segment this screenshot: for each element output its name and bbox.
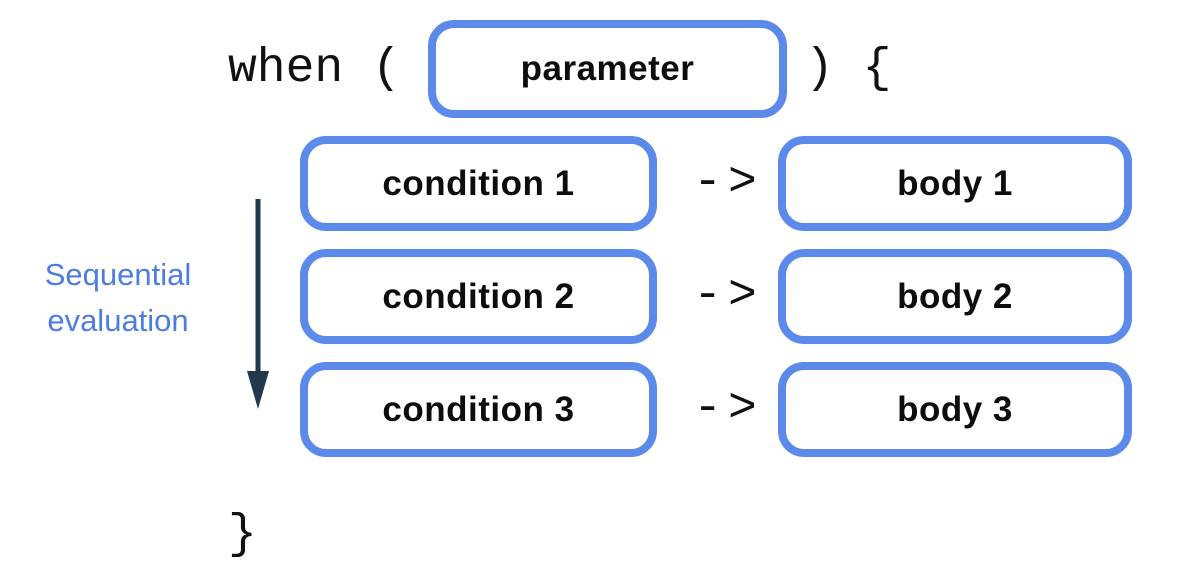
arrow-operator-1: -> <box>693 156 763 210</box>
when-keyword-code: when ( <box>228 42 401 96</box>
sequential-evaluation-line2: evaluation <box>47 303 189 338</box>
down-arrow-icon <box>247 199 269 409</box>
condition-1-label: condition 1 <box>382 163 575 203</box>
body-2-box: body 2 <box>778 249 1132 344</box>
condition-3-label: condition 3 <box>382 389 575 429</box>
body-1-label: body 1 <box>897 163 1013 203</box>
closing-brace-code: } <box>228 508 257 562</box>
sequential-evaluation-label: Sequential evaluation <box>13 252 223 344</box>
body-3-label: body 3 <box>897 389 1013 429</box>
close-paren-open-brace-code: ) { <box>805 42 892 96</box>
condition-2-box: condition 2 <box>300 249 657 344</box>
condition-1-box: condition 1 <box>300 136 657 231</box>
condition-2-label: condition 2 <box>382 276 575 316</box>
arrow-operator-3: -> <box>693 382 763 436</box>
body-3-box: body 3 <box>778 362 1132 457</box>
condition-3-box: condition 3 <box>300 362 657 457</box>
body-2-label: body 2 <box>897 276 1013 316</box>
body-1-box: body 1 <box>778 136 1132 231</box>
arrow-operator-2: -> <box>693 269 763 323</box>
sequential-evaluation-line1: Sequential <box>44 257 192 292</box>
parameter-label: parameter <box>520 49 695 88</box>
parameter-box: parameter <box>428 20 787 118</box>
